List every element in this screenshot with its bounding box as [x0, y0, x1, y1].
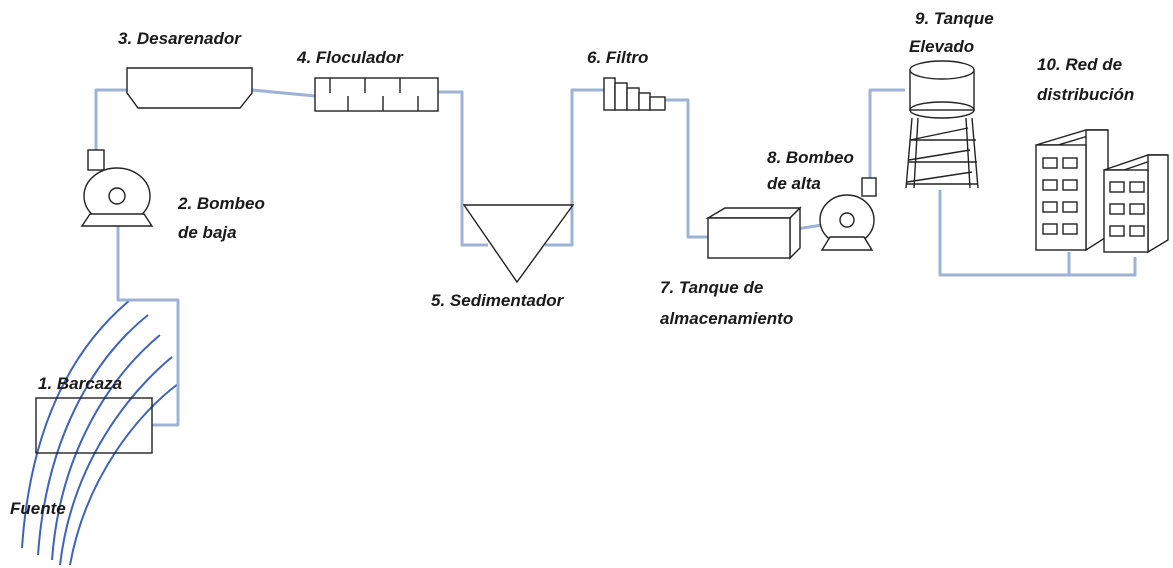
pipe-network: [94, 88, 1137, 427]
label-tanque-elevado-1: 9. Tanque: [915, 9, 994, 28]
pipe-filtro-to-tanque: [665, 98, 708, 239]
filtro-icon: [603, 77, 666, 111]
pipe-sedimentador-to-filtro: [545, 88, 604, 247]
label-tanque-elevado-2: Elevado: [909, 37, 974, 56]
storage-tank-icon: [705, 206, 802, 260]
pipe-pump-to-desarenador: [94, 88, 127, 158]
label-sedimentador: 5. Sedimentador: [431, 291, 565, 310]
buildings-icon: [1035, 129, 1169, 254]
label-bombeo-baja-2: de baja: [178, 223, 237, 242]
desarenador-icon: [126, 67, 253, 109]
floculador-icon: [314, 77, 439, 112]
pump-low-icon: [80, 149, 154, 227]
label-bombeo-alta-1: 8. Bombeo: [767, 148, 854, 167]
label-desarenador: 3. Desarenador: [118, 29, 242, 48]
label-fuente: Fuente: [10, 499, 66, 518]
pipe-elevado-to-red: [938, 190, 1137, 277]
pipe-barge-to-pump: [116, 196, 180, 427]
label-tanque-almacenamiento-1: 7. Tanque de: [660, 278, 763, 297]
barge-icon: [35, 397, 153, 454]
label-red-distribucion-1: 10. Red de: [1037, 55, 1122, 74]
label-filtro: 6. Filtro: [587, 48, 648, 67]
pipe-bombeo-to-elevado: [868, 88, 905, 180]
label-red-distribucion-2: distribución: [1037, 85, 1134, 104]
label-tanque-almacenamiento-2: almacenamiento: [660, 309, 793, 328]
label-bombeo-alta-2: de alta: [767, 174, 821, 193]
elevated-tank-icon: [905, 60, 979, 189]
label-barcaza: 1. Barcaza: [38, 374, 122, 393]
pipe-desarenador-to-floculador: [251, 88, 316, 98]
pump-high-icon: [819, 177, 877, 251]
pipe-floculador-to-sedimentador: [438, 90, 488, 247]
label-floculador: 4. Floculador: [296, 48, 404, 67]
sedimentador-icon: [462, 204, 575, 284]
label-bombeo-baja-1: 2. Bombeo: [177, 194, 265, 213]
